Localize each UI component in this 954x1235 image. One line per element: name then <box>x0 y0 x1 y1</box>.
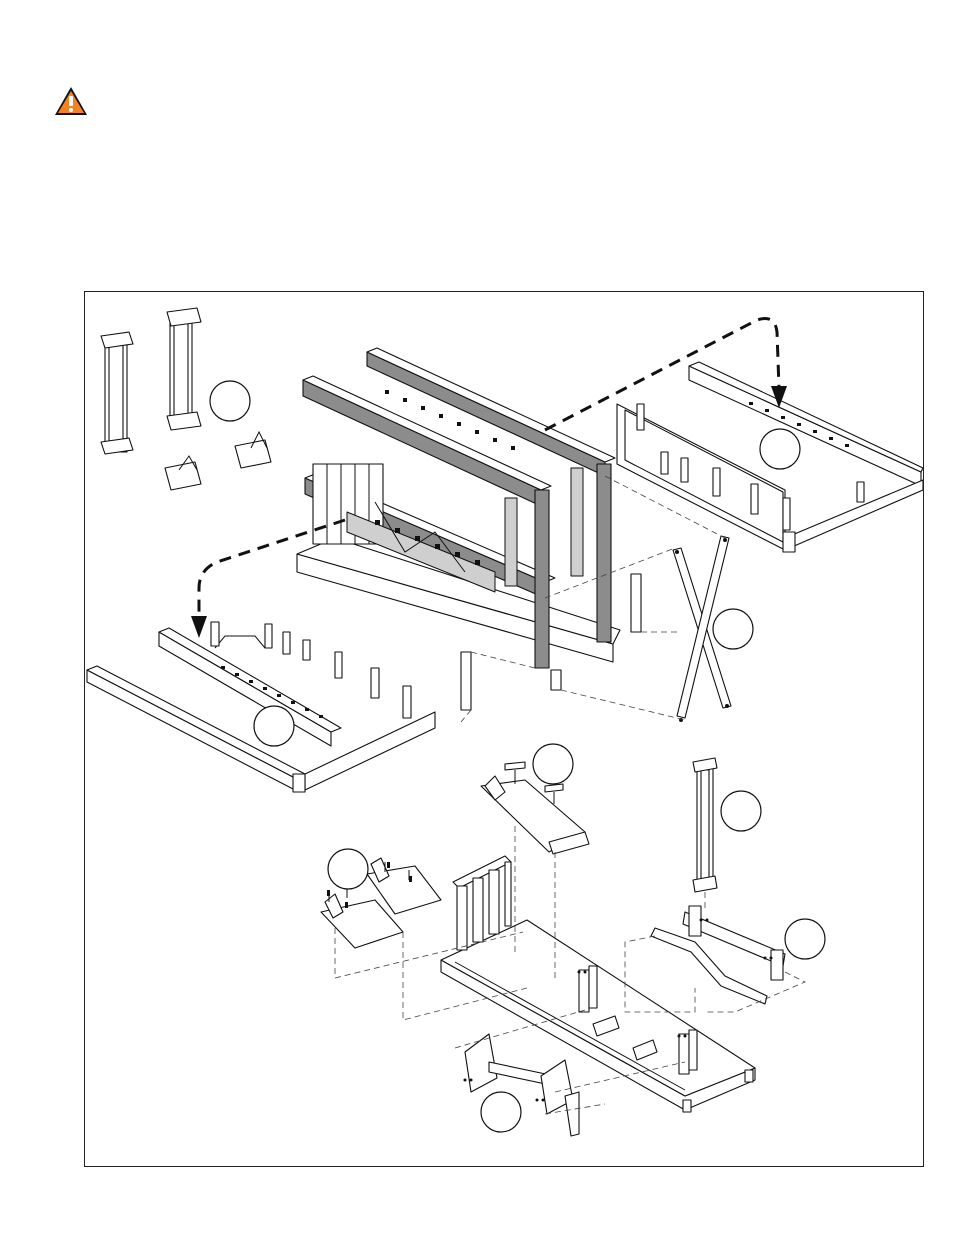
side-plates <box>460 573 642 711</box>
assembly-diagram <box>84 291 924 1167</box>
assembly-arrow-right <box>544 317 787 432</box>
tall-post-right <box>692 757 718 893</box>
callout-circle <box>327 848 369 890</box>
handle-bar-assembly <box>650 905 786 1005</box>
exploded-view <box>86 307 923 1137</box>
assembly-arrow-left <box>191 518 346 638</box>
callout-circles <box>209 380 826 1133</box>
seat-cradle-top <box>480 761 590 855</box>
mount-brackets <box>578 965 698 1075</box>
callout-circle <box>759 428 801 470</box>
callout-circle <box>784 918 826 960</box>
warning-triangle-icon <box>55 87 87 115</box>
small-upright-left <box>100 331 134 455</box>
hook-brackets <box>164 430 272 491</box>
storage-tray-left <box>86 621 436 793</box>
bolts <box>327 862 773 1102</box>
callout-circle <box>209 380 251 422</box>
callout-circle <box>720 790 762 832</box>
callout-circle <box>712 608 754 650</box>
x-brace <box>672 535 732 722</box>
backrest-upright <box>452 855 512 951</box>
leg-support-bottom <box>464 1033 580 1137</box>
main-rack-frame <box>296 347 621 691</box>
callout-circle <box>253 705 295 747</box>
callout-circle <box>480 1091 522 1133</box>
callout-circle <box>532 743 574 785</box>
seat-cradles-left <box>320 857 442 949</box>
small-upright-right <box>166 307 202 431</box>
storage-tray-right <box>616 361 923 553</box>
